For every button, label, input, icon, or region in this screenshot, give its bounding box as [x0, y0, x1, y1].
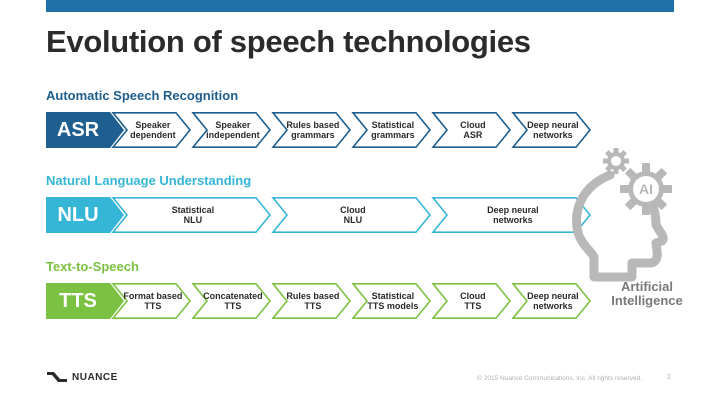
tts-step-chevron [431, 283, 512, 320]
asr-step-label: Cloud ASR [460, 120, 486, 140]
tts-step-chevron [271, 283, 352, 320]
head-silhouette-icon [572, 170, 668, 282]
nlu-lead-shape [46, 197, 124, 233]
nlu-step-label: Statistical NLU [171, 205, 215, 225]
asr-step-label: Speaker dependent [130, 120, 176, 140]
nlu-step-label: Cloud NLU [340, 205, 366, 225]
nlu-lead-label: NLU [57, 203, 99, 226]
nlu-chevron-shapes [46, 197, 592, 234]
small-gear-icon [603, 148, 629, 174]
asr-step-chevron [191, 112, 272, 149]
tts-lead-label: TTS [59, 289, 97, 312]
ai-caption: Artificial Intelligence [611, 279, 683, 308]
tts-step-label: Deep neural networks [527, 291, 579, 311]
top-accent-bar [46, 0, 674, 12]
nuance-logo-icon [47, 372, 67, 382]
asr-lead-label: ASR [56, 118, 100, 141]
asr-chevron-shapes [46, 112, 592, 149]
asr-step-label: Rules based grammars [286, 120, 340, 140]
tts-step-label: Concatenated TTS [203, 291, 263, 311]
nlu-heading: Natural Language Understanding [46, 173, 252, 188]
nlu-step-chevron [111, 197, 272, 234]
page-number: 2 [667, 374, 671, 381]
tts-step-label: Statistical TTS models [367, 291, 419, 311]
tts-chevron-shapes [46, 283, 592, 320]
tts-lead-shape [46, 283, 124, 319]
asr-step-label: Speaker independent [206, 120, 260, 140]
asr-step-label: Statistical grammars [371, 120, 415, 140]
asr-lead-shape [46, 112, 124, 148]
asr-step-chevron [111, 112, 192, 149]
tts-step-label: Cloud TTS [460, 291, 486, 311]
asr-step-chevron [511, 112, 592, 149]
tts-step-chevron [111, 283, 192, 320]
asr-row: ASR Speaker dependent Speaker independent… [46, 112, 606, 149]
asr-step-chevron [271, 112, 352, 149]
nlu-step-chevron [271, 197, 432, 234]
ai-head-graphic: AI [572, 148, 672, 282]
asr-step-label: Deep neural networks [527, 120, 579, 140]
tts-step-chevron [511, 283, 592, 320]
nuance-logo: NUANCE [46, 370, 118, 384]
tts-heading: Text-to-Speech [46, 259, 139, 274]
asr-step-chevron [431, 112, 512, 149]
tts-row: TTS Format based TTS Concatenated TTS Rule… [46, 283, 606, 320]
tts-step-chevron [351, 283, 432, 320]
nuance-logo-text: NUANCE [72, 371, 118, 383]
asr-heading: Automatic Speech Recognition [46, 88, 239, 103]
gear-icon: AI [620, 163, 672, 215]
slide-title: Evolution of speech technologies [46, 24, 531, 59]
nlu-row: NLU Statistical NLU Cloud NLU Deep neural … [46, 197, 606, 234]
ai-badge-text: AI [639, 181, 653, 197]
tts-step-label: Rules based TTS [286, 291, 340, 311]
copyright-text: © 2015 Nuance Communications, Inc. All r… [477, 375, 642, 382]
nlu-step-label: Deep neural networks [487, 205, 539, 225]
tts-step-chevron [191, 283, 272, 320]
asr-step-chevron [351, 112, 432, 149]
tts-step-label: Format based TTS [123, 291, 183, 311]
